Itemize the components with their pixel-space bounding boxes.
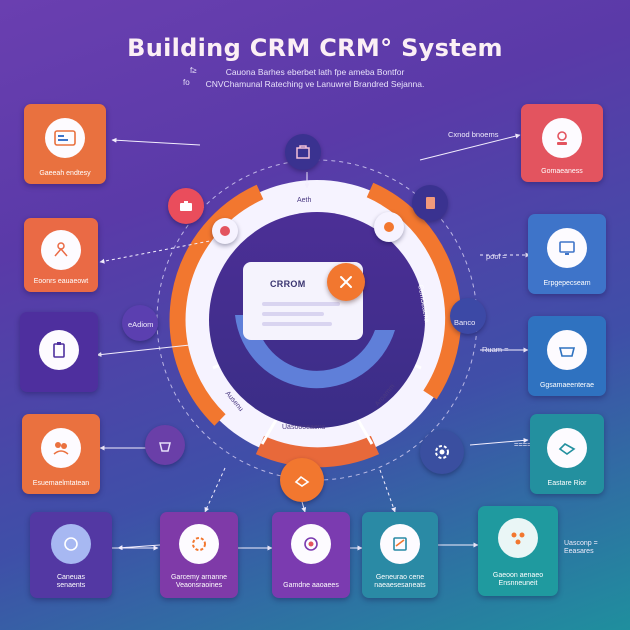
network-icon [54,242,68,257]
bottom-card-1-label: Caneuas senaents [56,574,86,589]
subtitle-aside-1: f≥ [190,66,197,75]
bottom-card-3[interactable]: Gamdne aaoaees [272,512,350,598]
monitor-icon [559,241,575,255]
center-card-line [262,302,340,306]
right-card-2[interactable]: Erpgepecseam [528,214,606,294]
orbit-node-left[interactable] [122,305,158,341]
dashboard-icon [54,130,76,146]
bottom-card-5[interactable]: Gaeoon aenaeo Ensnneuneit [478,506,558,596]
target-icon [304,537,318,551]
center-card-line [262,322,332,326]
blue-swoosh [235,315,395,389]
bottom-card-4[interactable]: Geneurao cene naeaesesaneats [362,512,438,598]
connector-right-4 [469,437,529,446]
chat-icon [220,226,230,236]
left-card-4[interactable]: Esuemaelmtatean [22,414,100,494]
bag-icon [159,442,171,452]
orbit-node-top[interactable] [285,134,321,170]
page-subtitle: Cauona Barhes eberbet lath fpe ameba Bon… [150,66,480,90]
subtitle-aside-2: fo [183,78,190,87]
center-title: CRROM [270,279,306,289]
right-card-3[interactable]: Ggsamaeenterae [528,316,606,396]
left-card-1[interactable]: Gaeeah endtesy [24,104,106,184]
left-card-4-label: Esuemaelmtatean [32,480,90,487]
ring-label-top: Aeth [297,197,312,204]
center-card-line [262,312,324,316]
left-card-3[interactable] [20,312,98,392]
orbit-node-lower-right[interactable] [420,430,464,474]
close-badge[interactable] [327,263,365,301]
bottom-card-2[interactable]: Garcemy arnanne Veaonsraoines [160,512,238,598]
orbit-node-bottom[interactable] [280,458,324,502]
handshake-icon [558,443,576,455]
right-card-2-label: Erpgepecseam [543,280,591,287]
bottom-card-3-label: Gamdne aaoaees [283,582,339,589]
orbit-node-right[interactable] [450,298,486,334]
briefcase-icon [180,201,192,211]
ring-separator [356,419,374,445]
notebook-icon [393,537,407,551]
right-card-3-label: Ggsamaeenterae [539,382,595,389]
network-nodes-icon [511,532,525,545]
connector-left-3 [96,344,191,358]
chat-bubble-icon [64,537,78,551]
right-card-1[interactable]: Gomaeaness [521,104,603,182]
page-title: Building CRM CRM° System [127,34,503,62]
tag-right-upper: pool = [486,252,507,261]
right-card-4-label: Eastare Rior [547,480,587,487]
document-icon [426,197,435,209]
left-card-1-label: Gaeeah endtesy [39,170,91,177]
orbit-node-hand[interactable] [374,212,404,242]
hand-icon [384,222,394,232]
tag-bottom-right-card: Uasconp = Eeasares [564,540,598,555]
gear-icon [192,537,206,551]
bottom-card-2-label: Garcemy arnanne Veaonsraoines [170,574,228,589]
orbit-node-lower-left[interactable] [145,425,185,465]
connector-right-1 [419,133,521,161]
orange-arc-left [169,184,264,426]
gear-icon [435,445,449,459]
connector-left-1 [111,137,201,146]
tag-left-mid: eAdiom [128,320,154,329]
subtitle-line-2: CNVChamunal Rateching ve Lanuwrel Brandr… [205,79,425,89]
tag-right-top: Cxnod bnoems [448,130,499,139]
bottom-card-5-label: Gaeoon aenaeo Ensnneuneit [492,572,544,587]
right-card-4[interactable]: Eastare Rior [530,414,604,494]
connector-left-2 [99,239,216,264]
tag-right-mid: Banco [454,318,476,327]
user-badge-icon [557,131,567,145]
tag-right-lower: Ruam = [482,345,509,354]
ring-separator [260,419,278,445]
bottom-card-1[interactable]: Caneuas senaents [30,512,112,598]
basket-icon [558,347,576,357]
orbit-node-upper-right[interactable] [412,185,448,221]
ring-label-bottom: Uasoooeaens [282,424,326,431]
subtitle-line-1: Cauona Barhes eberbet lath fpe ameba Bon… [225,67,405,77]
orange-arc-bottom [255,435,380,468]
left-card-2-label: Eoonrs eauaeowt [33,278,89,285]
connector-bottom-4 [204,467,226,513]
handshake-icon [294,475,310,487]
left-card-2[interactable]: Eoonrs eauaeowt [24,218,98,292]
orbit-node-chat[interactable] [212,218,238,244]
close-icon [340,276,352,288]
orbit-node-upper-left[interactable] [168,188,204,224]
right-card-1-label: Gomaeaness [541,168,583,175]
bottom-card-4-label: Geneurao cene naeaesesaneats [374,574,426,589]
building-icon [296,145,310,159]
tag-right-bottom: ==== [514,440,532,449]
team-icon [53,442,69,455]
connector-bottom-6 [379,469,396,513]
clipboard-icon [53,342,65,358]
orange-arc-right [366,182,462,400]
